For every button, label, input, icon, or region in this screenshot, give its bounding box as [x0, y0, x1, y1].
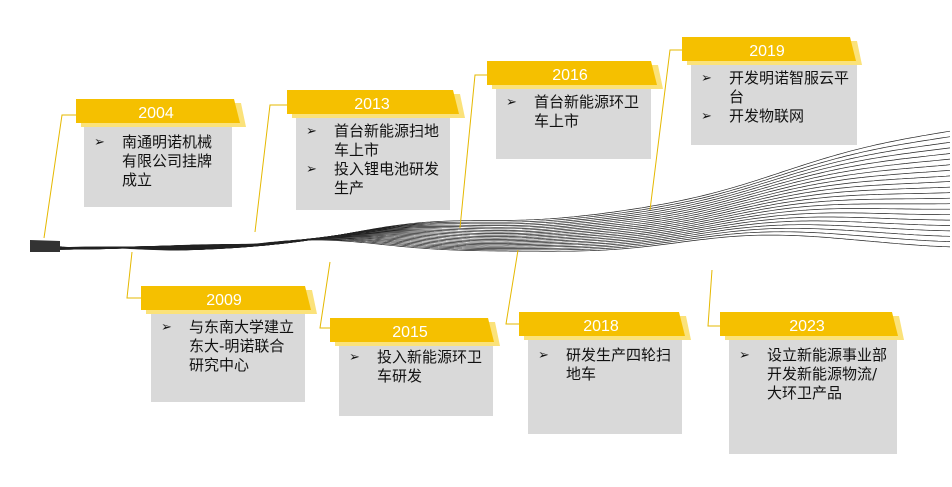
- milestone-box: ➢研发生产四轮扫地车: [528, 340, 682, 434]
- milestone-box: ➢首台新能源环卫车上市: [496, 89, 651, 159]
- list-item: ➢设立新能源事业部开发新能源物流/大环卫产品: [739, 346, 888, 402]
- arrow-bullet-icon: ➢: [349, 350, 360, 365]
- list-item: ➢研发生产四轮扫地车: [538, 346, 672, 383]
- wave-strand: [29, 197, 951, 250]
- year-label: 2004: [138, 105, 174, 122]
- connector-line: [43, 114, 76, 239]
- list-item: ➢开发明诺智服云平台: [701, 69, 850, 106]
- year-label: 2019: [749, 43, 785, 60]
- milestone-box: ➢开发明诺智服云平台 ➢开发物联网: [691, 65, 857, 145]
- connector-line: [459, 74, 487, 229]
- list-item: ➢开发物联网: [701, 107, 805, 125]
- list-item: ➢南通明诺机械有限公司挂牌成立: [94, 133, 213, 189]
- arrow-bullet-icon: ➢: [739, 348, 750, 363]
- milestone-box: ➢首台新能源扫地车上市 ➢投入锂电池研发生产: [296, 118, 450, 210]
- arrow-bullet-icon: ➢: [506, 95, 517, 110]
- list-item: ➢首台新能源环卫车上市: [506, 93, 640, 130]
- arrow-bullet-icon: ➢: [306, 162, 317, 177]
- year-label: 2015: [392, 324, 428, 341]
- arrow-bullet-icon: ➢: [306, 124, 317, 139]
- milestone-box: ➢设立新能源事业部开发新能源物流/大环卫产品: [729, 340, 897, 454]
- year-label: 2023: [789, 318, 825, 335]
- list-item: ➢投入新能源环卫车研发: [349, 348, 483, 385]
- connector-line: [254, 104, 287, 233]
- arrow-bullet-icon: ➢: [701, 71, 712, 86]
- milestone-box: ➢投入新能源环卫车研发: [339, 346, 493, 416]
- year-label: 2018: [583, 318, 619, 335]
- connector-line: [505, 249, 519, 325]
- list-item: ➢首台新能源扫地车上市: [306, 122, 440, 159]
- list-item: ➢投入锂电池研发生产: [306, 160, 440, 197]
- year-label: 2009: [206, 292, 242, 309]
- year-label: 2013: [354, 96, 390, 113]
- milestone-box: ➢与东南大学建立东大-明诺联合研究中心: [151, 314, 305, 402]
- arrow-bullet-icon: ➢: [538, 348, 549, 363]
- wave-strand: [29, 234, 951, 252]
- connector-line: [649, 49, 682, 211]
- list-item: ➢与东南大学建立东大-明诺联合研究中心: [161, 318, 295, 374]
- wave-strand: [30, 212, 950, 250]
- connector-line: [126, 251, 141, 299]
- arrow-bullet-icon: ➢: [701, 109, 712, 124]
- wave-tip: [30, 240, 60, 252]
- arrow-bullet-icon: ➢: [94, 135, 105, 150]
- wave-strand: [29, 203, 951, 250]
- milestone-box: ➢南通明诺机械有限公司挂牌成立: [84, 127, 232, 207]
- arrow-bullet-icon: ➢: [161, 320, 172, 335]
- year-label: 2016: [552, 67, 588, 84]
- connector-line: [707, 269, 720, 327]
- connector-line: [319, 261, 331, 329]
